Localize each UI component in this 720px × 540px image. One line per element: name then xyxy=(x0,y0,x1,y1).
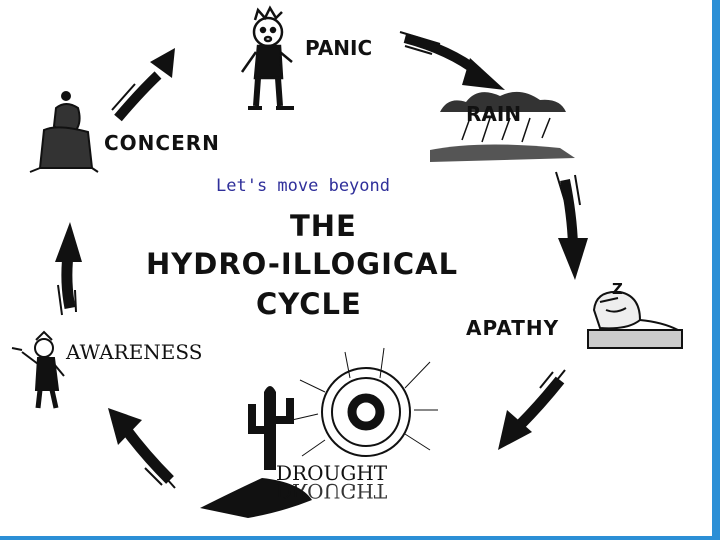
title-line-2: HYDRO-ILLOGICAL xyxy=(146,247,459,281)
apathy-sleeper-illustration xyxy=(587,290,683,349)
stage-label-awareness: AWARENESS xyxy=(66,340,203,364)
stage-label-drought-reflection: DROUGHT xyxy=(276,479,388,503)
stage-label-apathy: APATHY xyxy=(466,316,560,340)
stage-label-panic: PANIC xyxy=(305,36,373,60)
subtitle-text: Let's move beyond xyxy=(216,176,390,196)
awareness-figure-illustration xyxy=(11,330,65,409)
rain-cloud-illustration xyxy=(430,91,575,162)
concern-figure-illustration xyxy=(29,91,99,173)
arrow-rain-to-apathy xyxy=(555,171,588,280)
arrow-awareness-to-concern xyxy=(55,222,82,316)
arrow-panic-to-rain xyxy=(399,31,505,90)
arrow-concern-to-panic xyxy=(111,48,175,122)
stage-label-concern: CONCERN xyxy=(104,131,220,155)
stage-label-rain: RAIN xyxy=(466,102,522,126)
arrow-apathy-to-drought xyxy=(498,369,566,450)
sleep-z-label: Z xyxy=(612,280,623,298)
title-line-3: CYCLE xyxy=(256,287,362,321)
cactus-illustration xyxy=(200,386,312,518)
panic-figure-illustration xyxy=(240,5,294,110)
title-line-1: THE xyxy=(290,209,357,243)
arrow-drought-to-awareness xyxy=(108,408,176,489)
stage-label-drought: DROUGHT xyxy=(276,461,388,485)
drought-sun-illustration xyxy=(291,347,438,457)
